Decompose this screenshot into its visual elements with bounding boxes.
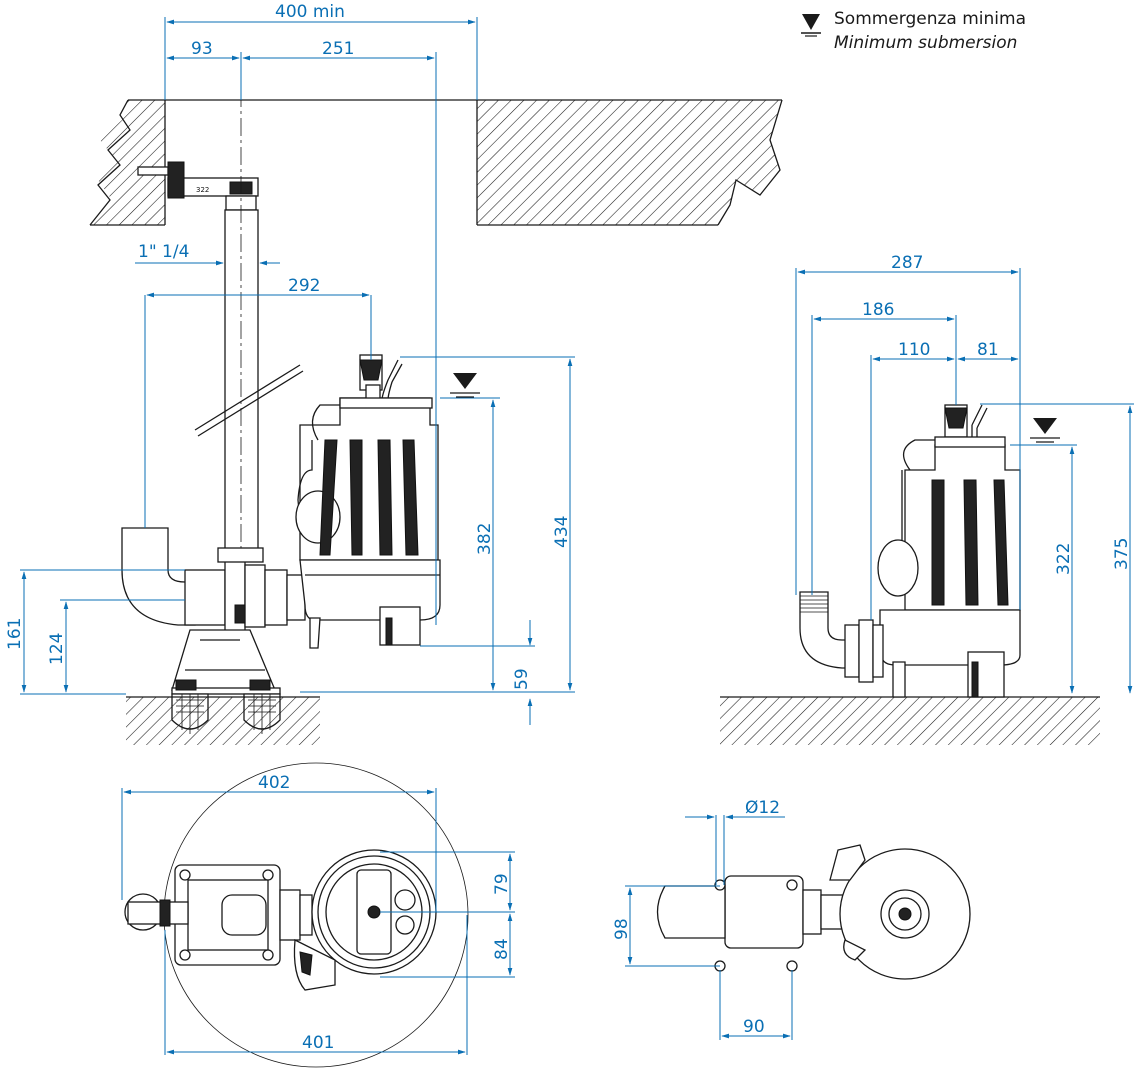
legend-icon [800,12,822,38]
dim-90: 90 [743,1017,765,1037]
guide-pipe [194,60,304,551]
discharge-elbow [121,527,306,633]
dim-pipe-size: 1" 1/4 [138,242,189,262]
dim-124: 124 [47,633,67,665]
dim-81: 81 [977,340,999,360]
dim-251: 251 [322,39,354,59]
dim-diameter-12: Ø12 [745,798,780,818]
dim-59: 59 [512,668,532,690]
legend-subtitle: Minimum submersion [834,33,1018,53]
ceiling-slab [89,99,783,226]
pump-front [295,354,441,649]
top-pump-body [293,849,437,991]
top-right-dimensions [625,814,793,1040]
dim-93: 93 [191,39,213,59]
dim-382: 382 [475,523,495,555]
side-dimensions [795,268,1134,694]
dim-292: 292 [288,276,320,296]
side-discharge-elbow [799,591,884,683]
legend-title: Sommergenza minima [834,9,1026,29]
bracket-nameplate: 322 [196,186,209,194]
dim-98: 98 [612,918,632,940]
dim-322: 322 [1054,543,1074,575]
front-dimensions [20,17,575,725]
dim-79: 79 [492,873,512,895]
dim-400-min: 400 min [275,2,345,22]
dim-161: 161 [5,618,25,650]
top-view-right [625,814,971,1040]
dimension-labels: 400 min 93 251 1" 1/4 292 382 434 161 12… [5,2,1132,1053]
front-view: 322 [20,17,783,745]
pump-side [799,404,1021,698]
top-left-dimensions [121,788,515,1055]
dim-110: 110 [898,340,930,360]
dim-434: 434 [552,516,572,548]
dim-186: 186 [862,300,894,320]
floor-right [720,696,1100,745]
guide-bracket: 322 [137,161,259,211]
dim-84: 84 [492,938,512,960]
dim-287: 287 [891,253,923,273]
top-rail-assembly [124,864,313,966]
dim-402: 402 [258,773,290,793]
dim-375: 375 [1112,538,1132,570]
top-view-left [121,762,515,1068]
dim-401: 401 [302,1033,334,1053]
floor-left [126,696,320,745]
side-view [720,268,1134,745]
